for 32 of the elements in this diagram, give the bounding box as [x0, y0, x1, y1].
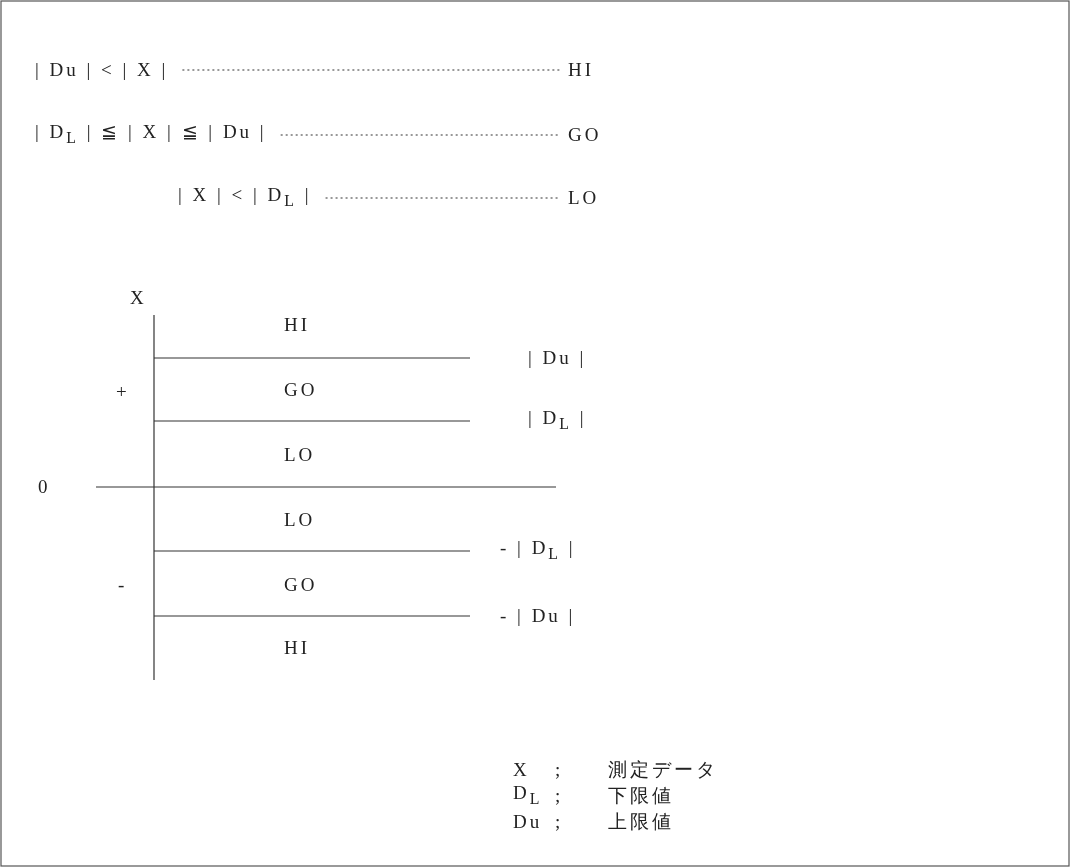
separator-text: ;: [555, 759, 564, 781]
zone-label: HI: [284, 314, 311, 336]
result-text: GO: [568, 124, 602, 146]
zone-label: LO: [284, 444, 316, 466]
separator-text: ;: [555, 811, 564, 833]
symbol-text: D$_{L}$: [513, 782, 543, 809]
result-text: LO: [568, 187, 600, 209]
zone-label: HI: [284, 637, 311, 659]
leader-line: [181, 69, 561, 71]
threshold-label: - | Du |: [500, 605, 576, 627]
symbol-text: X: [513, 759, 530, 781]
definition-text: 測定データ: [608, 759, 718, 781]
threshold-label: - | D$_{L}$ |: [500, 537, 576, 564]
result-text: HI: [568, 59, 595, 81]
zone-label: GO: [284, 379, 318, 401]
zero-label: 0: [38, 476, 51, 498]
symbol-text: Du: [513, 811, 543, 833]
condition-text: | D$_{L}$ | ≦ | X | ≦ | Du |: [35, 121, 267, 149]
separator-text: ;: [555, 785, 564, 807]
condition-text: | X | < | D$_{L}$ |: [178, 184, 312, 212]
axis-label: X: [130, 287, 147, 309]
sign-label: -: [118, 574, 128, 596]
threshold-label: | D$_{L}$ |: [528, 407, 587, 434]
zone-label: LO: [284, 509, 316, 531]
zone-label: GO: [284, 574, 318, 596]
threshold-label: | Du |: [528, 347, 587, 369]
leader-line: [325, 197, 561, 199]
definition-text: 上限値: [608, 811, 674, 833]
sign-label: +: [116, 381, 130, 403]
condition-text: | Du | < | X |: [35, 59, 169, 81]
leader-line: [280, 134, 561, 136]
definition-text: 下限値: [608, 785, 674, 807]
